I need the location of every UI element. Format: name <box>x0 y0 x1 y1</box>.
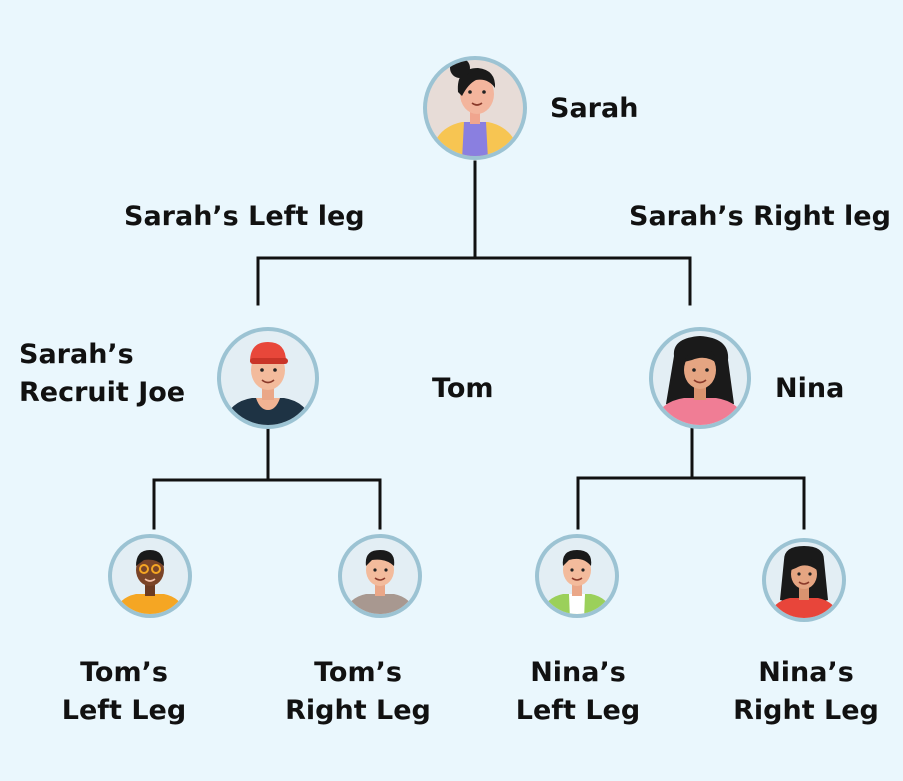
nina-left-leg-label: Nina’s Left Leg <box>498 654 658 730</box>
nina-to-legs-connector <box>576 426 806 530</box>
tom-right-leg-line1: Tom’s <box>314 657 402 688</box>
man-red-cap-avatar-icon <box>217 327 319 429</box>
tom-label: Tom <box>432 373 494 404</box>
man-glasses-avatar-icon <box>108 534 192 618</box>
nina-left-leg-line2: Left Leg <box>515 695 641 726</box>
nina-label: Nina <box>775 373 845 404</box>
nina-right-leg-label: Nina’s Right Leg <box>713 654 899 730</box>
joe-to-legs-connector <box>152 426 382 530</box>
sarah-right-leg-label: Sarah’s Right leg <box>629 201 891 232</box>
tom-right-leg-label: Tom’s Right Leg <box>268 654 448 730</box>
tom-left-leg-line2: Left Leg <box>61 695 187 726</box>
woman-bun-avatar-icon <box>423 56 527 160</box>
sarah-label: Sarah <box>550 93 639 124</box>
joe-label-line1: Sarah’s <box>19 339 134 370</box>
joe-label: Sarah’s Recruit Joe <box>19 336 185 412</box>
tom-right-leg-line2: Right Leg <box>285 695 431 726</box>
nina-right-leg-line2: Right Leg <box>733 695 879 726</box>
man-green-jacket-avatar-icon <box>535 534 619 618</box>
joe-label-line2: Recruit Joe <box>19 377 186 408</box>
connector-lines <box>152 160 806 530</box>
nina-left-leg-line1: Nina’s <box>530 657 626 688</box>
sarah-to-legs-connector <box>256 160 692 306</box>
nina-right-leg-line1: Nina’s <box>758 657 854 688</box>
tom-left-leg-line1: Tom’s <box>80 657 168 688</box>
sarah-left-leg-label: Sarah’s Left leg <box>124 201 365 232</box>
woman-long-hair-avatar-icon <box>649 327 751 429</box>
woman-red-top-avatar-icon <box>762 538 846 622</box>
man-grey-shirt-avatar-icon <box>338 534 422 618</box>
tom-left-leg-label: Tom’s Left Leg <box>44 654 204 730</box>
